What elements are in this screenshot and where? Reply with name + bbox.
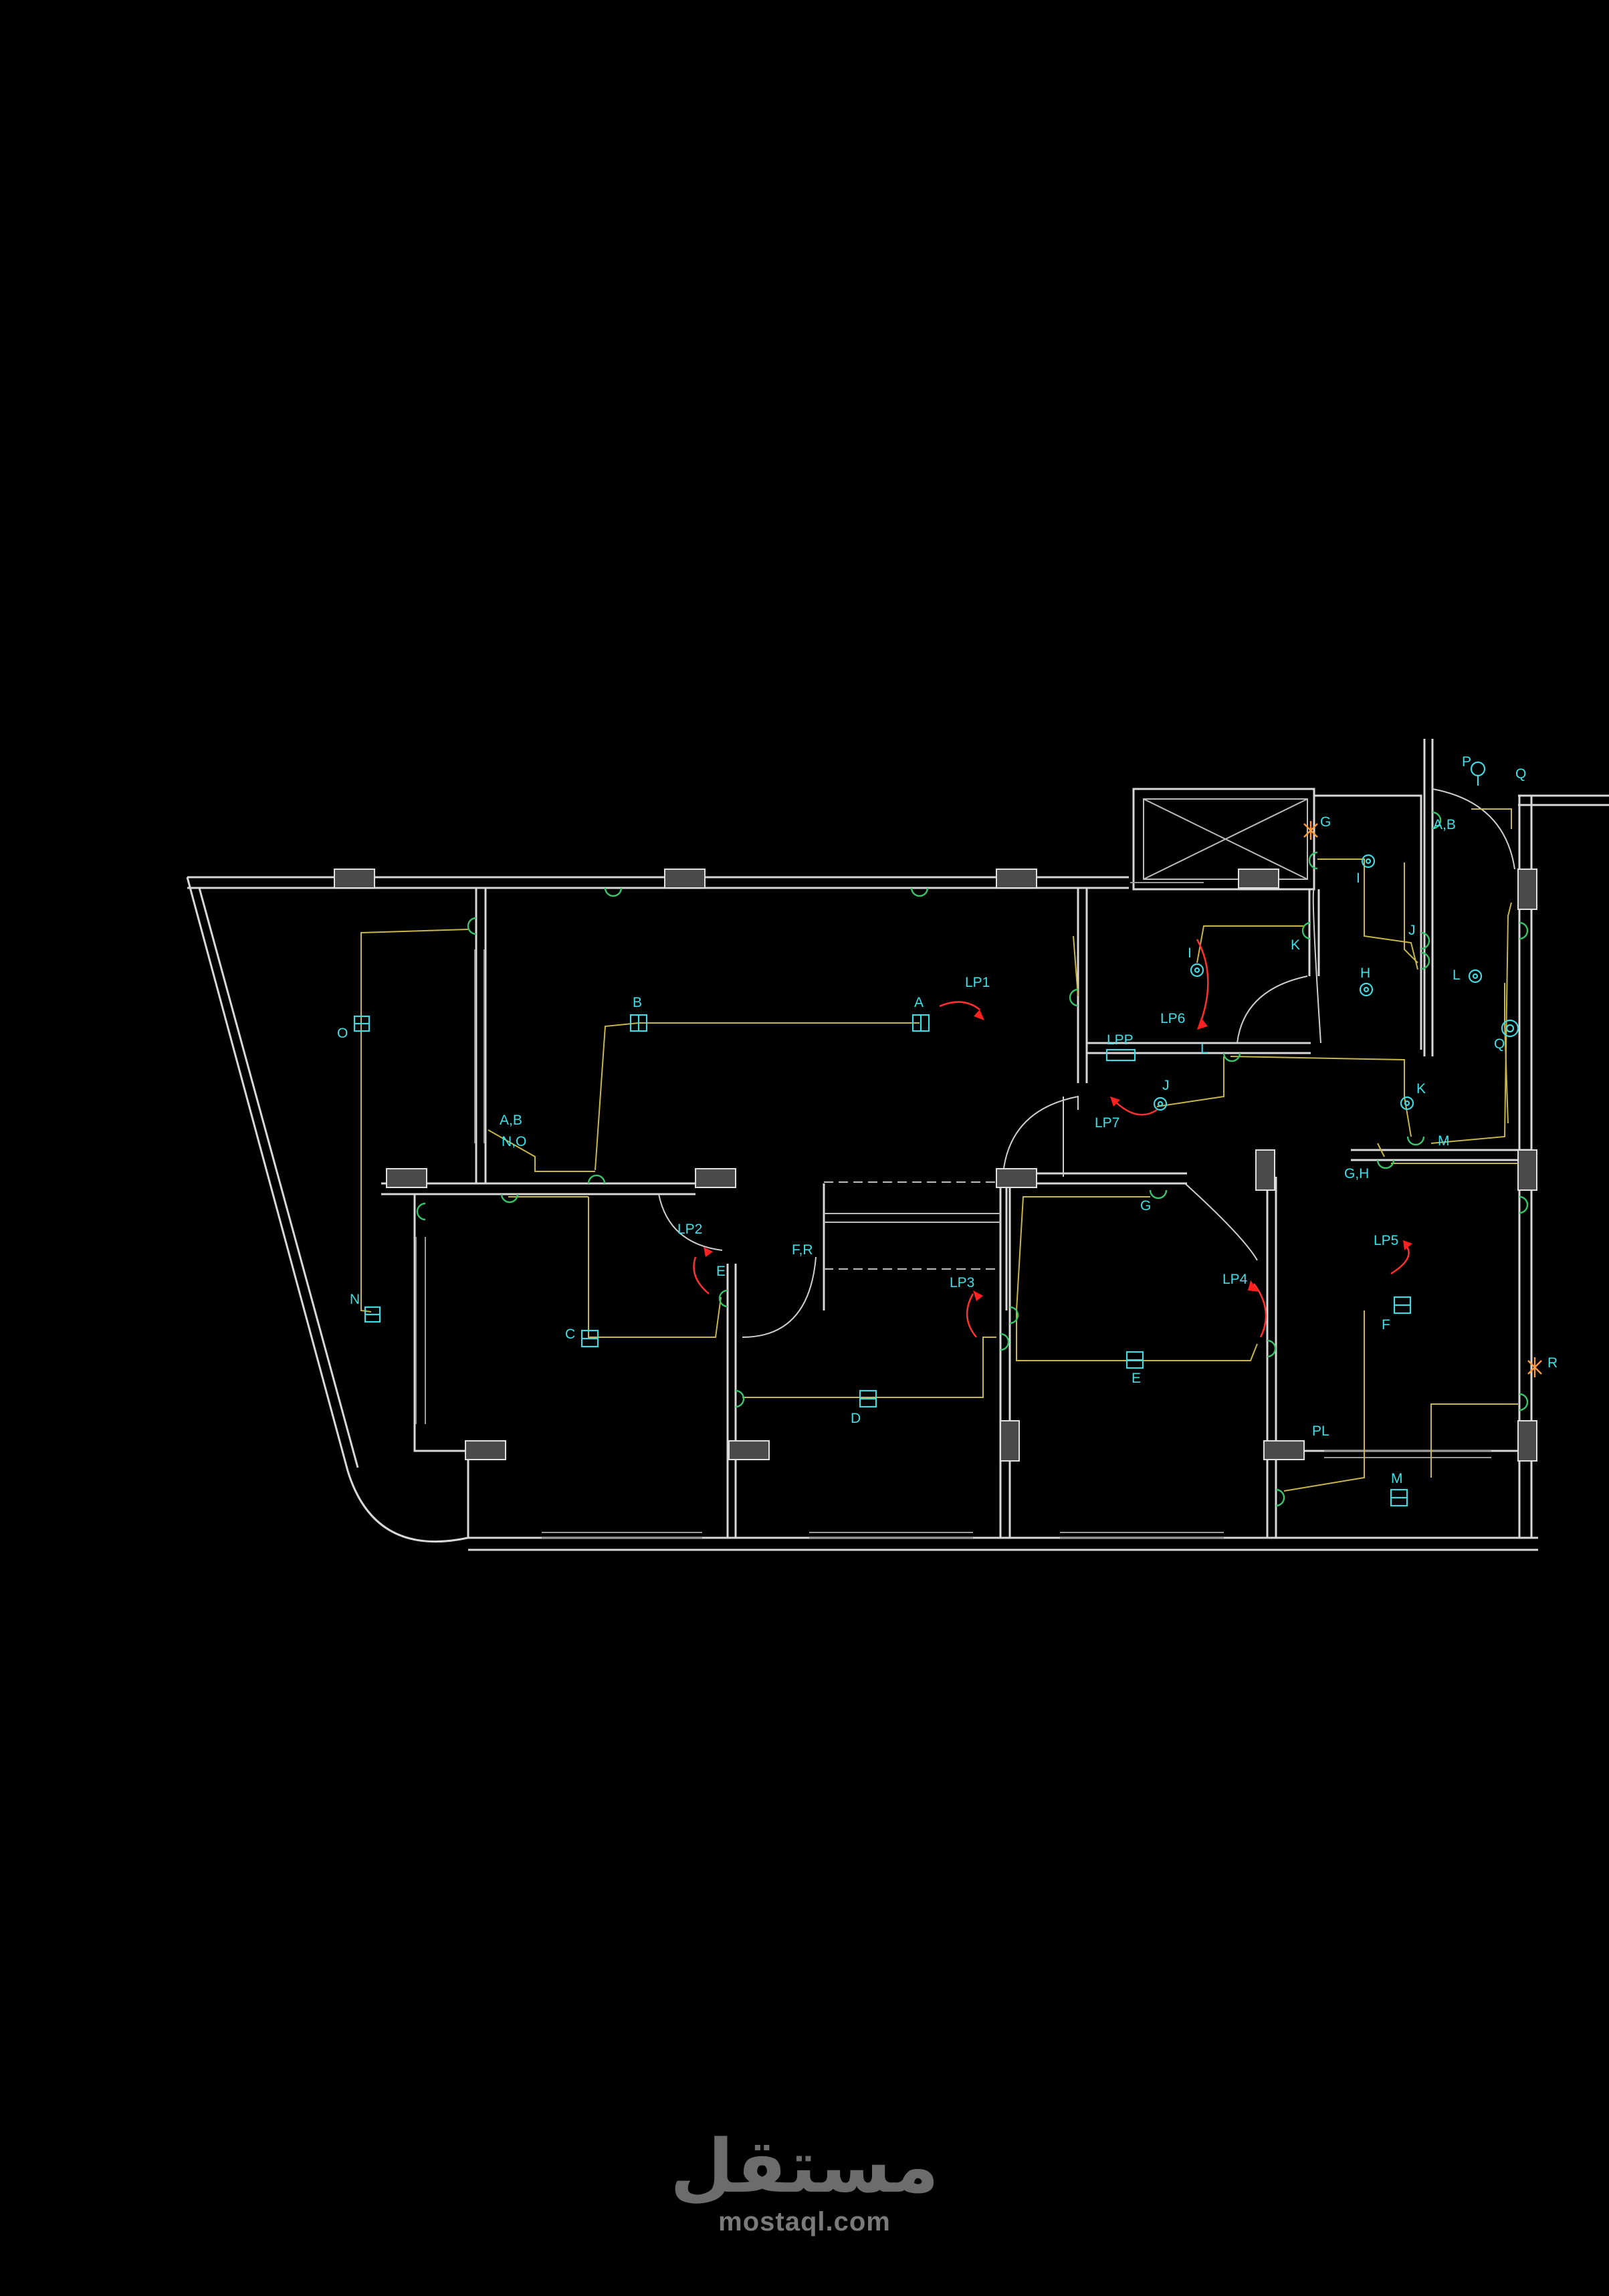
fixture-I: I xyxy=(1188,945,1192,961)
switch-FR: G,H xyxy=(1344,1166,1369,1181)
structural-columns xyxy=(334,869,1537,1462)
fixture-D: D xyxy=(851,1411,861,1426)
fixture-E: E xyxy=(1132,1371,1141,1386)
watermark-logo: مستقل xyxy=(669,2123,940,2209)
watermark: مستقل mostaql.com xyxy=(0,2130,1609,2237)
doors xyxy=(658,788,1515,1338)
fixture-P: P xyxy=(1462,754,1471,770)
spot-fixtures xyxy=(1303,821,1542,1377)
label-LP2: LP2 xyxy=(677,1222,702,1237)
label-LP6: LP6 xyxy=(1160,1011,1185,1026)
fixture-N: N xyxy=(350,1292,360,1307)
switch-G: I xyxy=(1356,871,1360,886)
fixture-K: K xyxy=(1416,1081,1426,1097)
fixture-C: C xyxy=(565,1327,575,1342)
switch-M: PL xyxy=(1312,1423,1329,1439)
fixture-J: J xyxy=(1162,1078,1170,1093)
wall-switches xyxy=(416,811,1529,1507)
label-LP4: LP4 xyxy=(1222,1272,1248,1287)
light-fixtures xyxy=(353,761,1519,1507)
switch-NO: N,O xyxy=(502,1134,526,1149)
switch-D: F,R xyxy=(792,1242,813,1258)
switch-I: K xyxy=(1291,937,1300,953)
label-LP3: LP3 xyxy=(950,1275,974,1290)
label-LPP: LPP xyxy=(1107,1032,1134,1048)
switch-K: M xyxy=(1438,1133,1450,1149)
interior-walls xyxy=(381,888,1531,1538)
lighting-circuits xyxy=(360,808,1518,1492)
fixture-G: G xyxy=(1320,814,1331,830)
label-LP7: LP7 xyxy=(1095,1115,1119,1131)
fixture-F: F xyxy=(1382,1317,1390,1333)
fixture-H: H xyxy=(1360,965,1370,981)
fixture-C-switch: E xyxy=(716,1264,726,1279)
fixture-L: L xyxy=(1453,967,1461,983)
circuit-labels: LP1 LP2 LP3 LP4 LP5 LP6 LP7 LPP A B C E … xyxy=(337,754,1558,1486)
windows xyxy=(415,882,1491,1538)
watermark-url: mostaql.com xyxy=(718,2207,891,2236)
fixture-A: A xyxy=(914,995,924,1010)
switch-E: G xyxy=(1140,1198,1151,1214)
switch-J: L xyxy=(1200,1041,1208,1056)
switch-PL: A,B xyxy=(1433,817,1456,832)
exterior-walls xyxy=(186,739,1609,1551)
fixture-B: B xyxy=(633,995,642,1010)
fixture-Q-top: Q xyxy=(1515,766,1526,782)
switch-AB-living: A,B xyxy=(500,1113,522,1128)
fixture-Q: Q xyxy=(1494,1036,1505,1052)
label-LP5: LP5 xyxy=(1374,1233,1398,1248)
switch-GH: J xyxy=(1408,923,1416,938)
fixture-R: R xyxy=(1547,1355,1558,1371)
fixture-M: M xyxy=(1391,1471,1403,1486)
panel-home-runs xyxy=(693,939,1412,1338)
label-LP1: LP1 xyxy=(965,975,990,990)
fixture-O: O xyxy=(337,1026,348,1041)
